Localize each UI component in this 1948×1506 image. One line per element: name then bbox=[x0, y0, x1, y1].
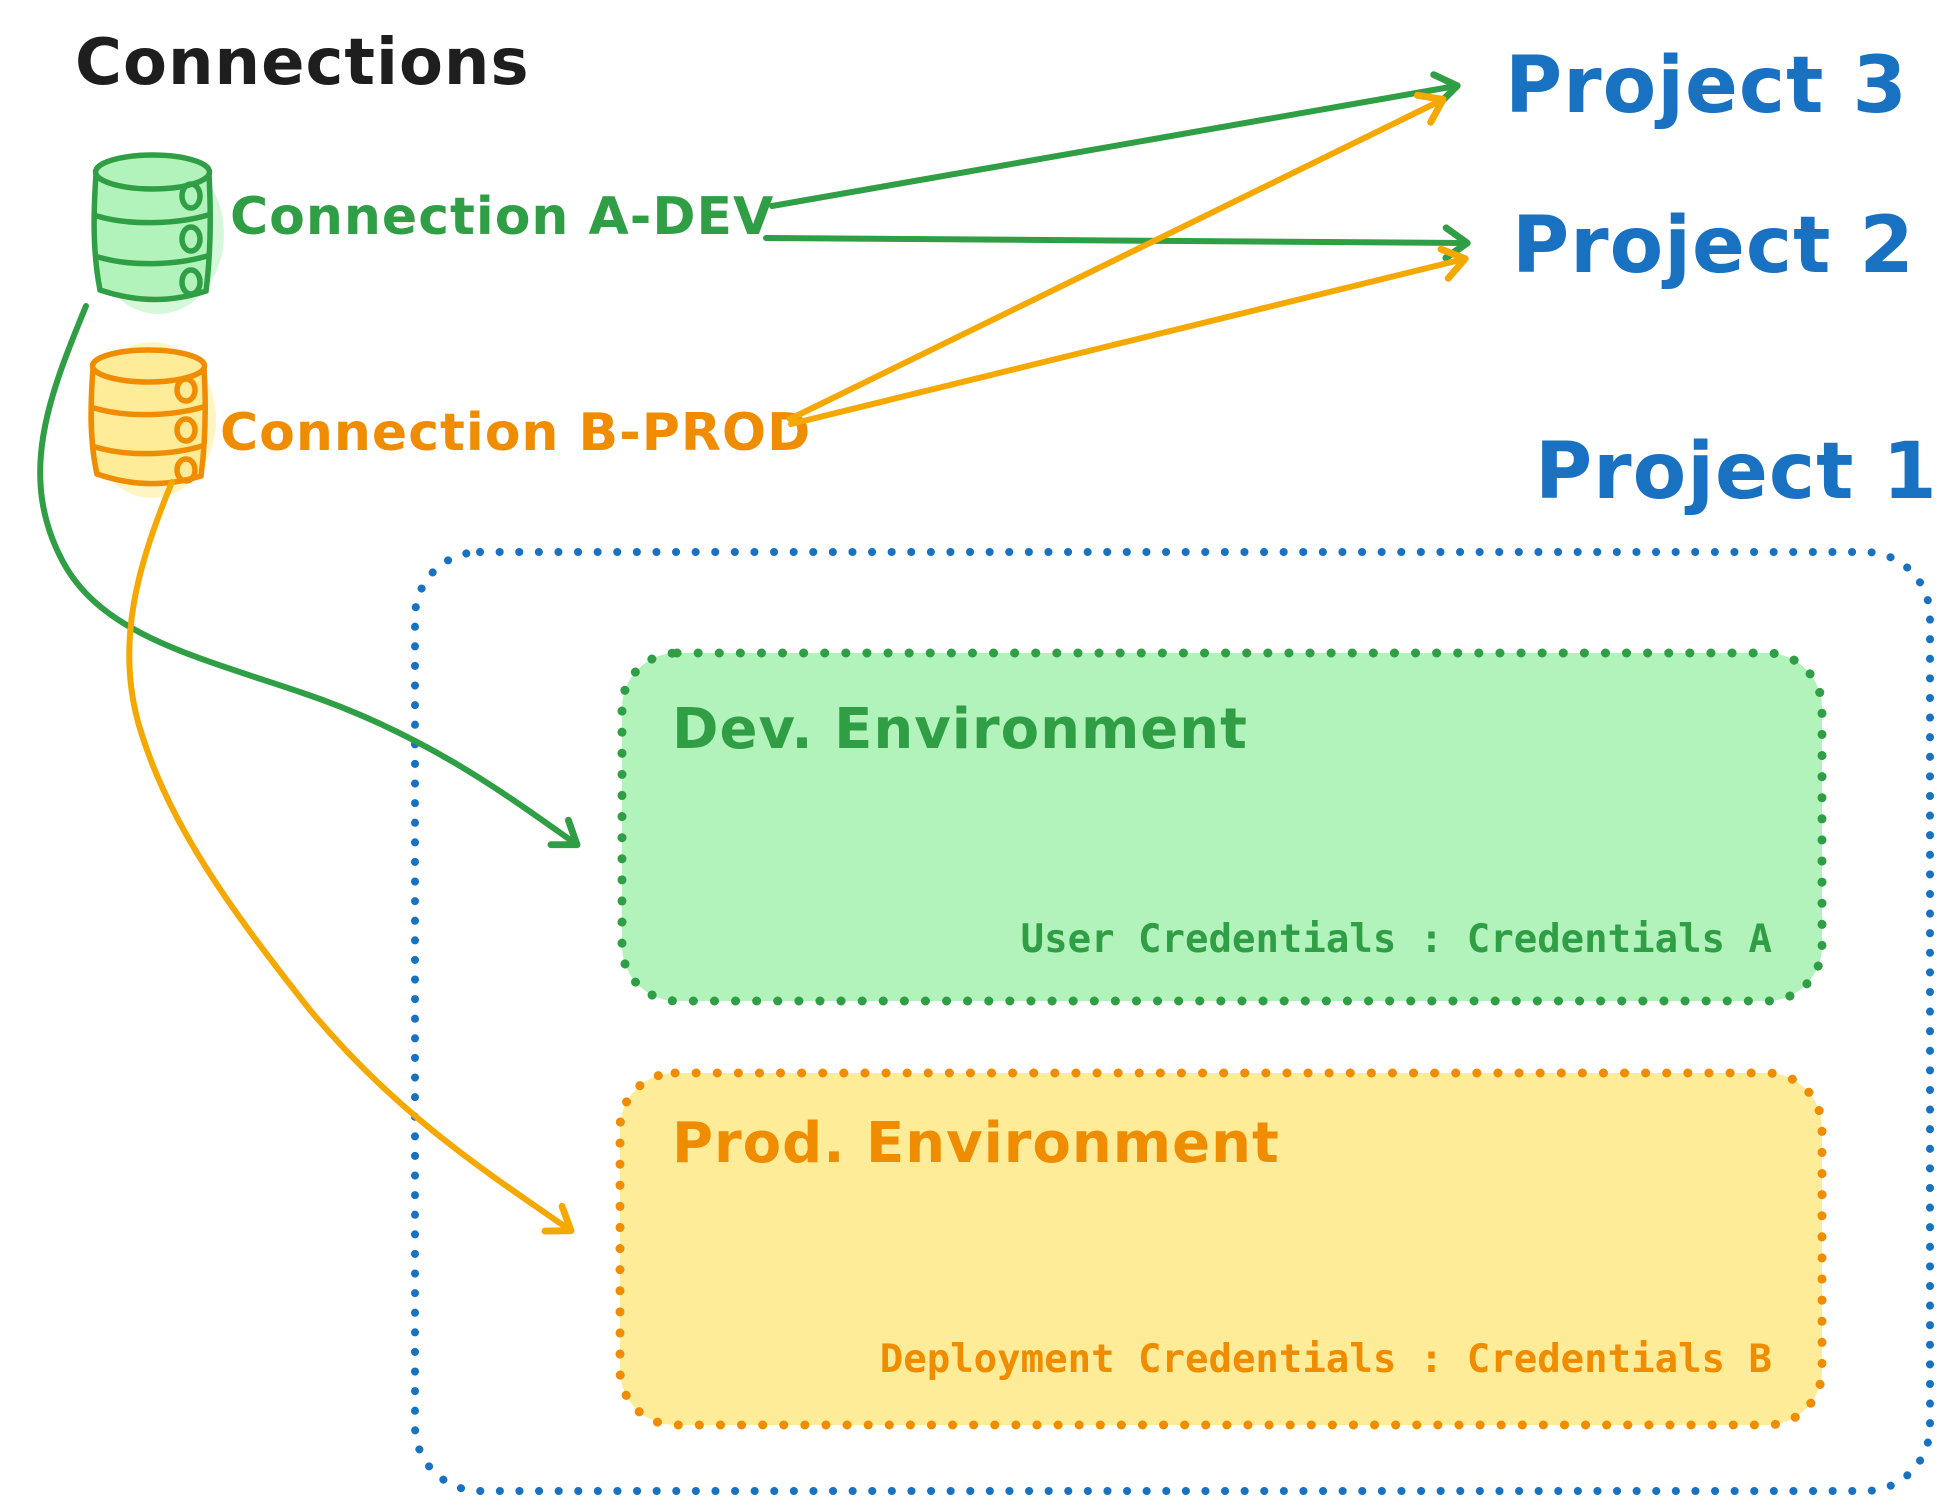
dev-environment-box: Dev. Environment User Credentials : Cred… bbox=[617, 648, 1827, 1006]
arrow-a-dev-to-project-2 bbox=[763, 224, 1471, 262]
dev-environment-credentials: User Credentials : Credentials A bbox=[1021, 917, 1772, 962]
prod-environment-credentials: Deployment Credentials : Credentials B bbox=[880, 1337, 1772, 1382]
arrow-a-dev-to-project-3 bbox=[769, 71, 1461, 209]
project-2-label: Project 2 bbox=[1512, 201, 1915, 291]
project-1-container bbox=[411, 548, 1934, 1495]
connection-a-dev-label: Connection A-DEV bbox=[230, 187, 774, 247]
arrow-a-dev-to-dev-environment bbox=[37, 303, 581, 849]
project-3-label: Project 3 bbox=[1505, 41, 1908, 131]
database-icon-a-dev bbox=[91, 152, 224, 314]
arrow-b-prod-to-project-3 bbox=[787, 91, 1447, 422]
prod-environment-title: Prod. Environment bbox=[672, 1111, 1280, 1176]
database-icon-b-prod bbox=[88, 342, 216, 498]
dev-environment-title: Dev. Environment bbox=[672, 697, 1248, 762]
arrow-b-prod-to-prod-environment bbox=[126, 479, 575, 1235]
prod-environment-box: Prod. Environment Deployment Credentials… bbox=[615, 1068, 1827, 1430]
arrow-b-prod-to-project-2 bbox=[788, 245, 1469, 427]
connections-title: Connections bbox=[75, 26, 530, 100]
connection-b-prod-label: Connection B-PROD bbox=[220, 403, 811, 463]
project-1-label: Project 1 bbox=[1535, 427, 1938, 517]
